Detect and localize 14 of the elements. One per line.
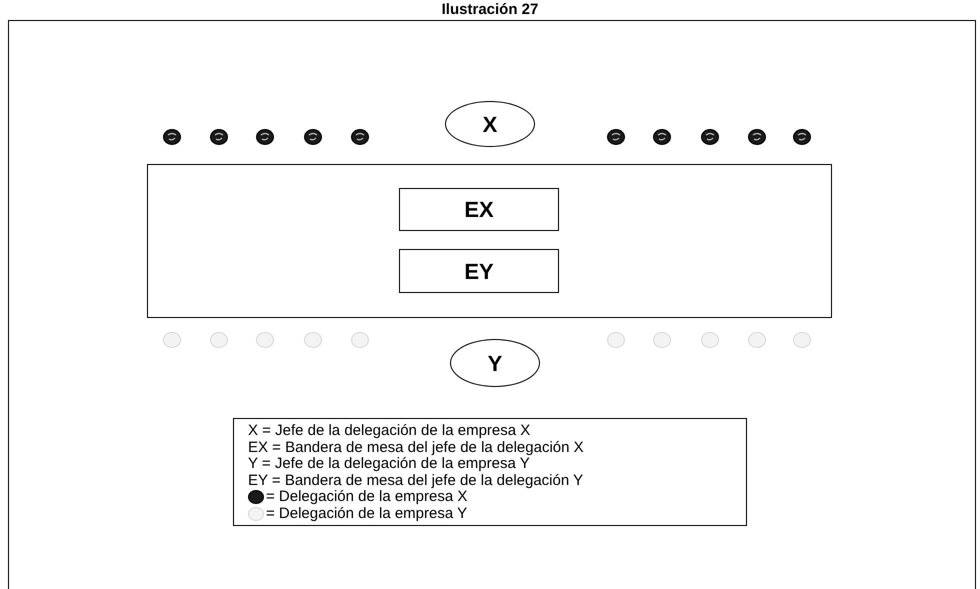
legend-text: EY = Bandera de mesa del jefe de la delegación Y	[248, 472, 584, 489]
flag-box	[399, 249, 559, 293]
legend-text: = Delegación de la empresa X	[266, 489, 468, 506]
node-label: EX	[464, 196, 494, 224]
legend-text: Y = Jefe de la delegación de la empresa Y	[248, 456, 530, 472]
title: Ilustración 27	[440, 1, 540, 19]
node-label: EY	[464, 258, 494, 286]
node-label: X	[482, 110, 498, 138]
node-label: Y	[488, 350, 502, 378]
flag-box	[399, 188, 559, 231]
legend-text: = Delegación de la empresa Y	[266, 506, 468, 522]
legend-text: X = Jefe de la delegación de la empresa X	[248, 423, 530, 440]
legend-text: EX = Bandera de mesa del jefe de la delegación X	[248, 440, 584, 456]
table-rectangle	[147, 164, 832, 318]
